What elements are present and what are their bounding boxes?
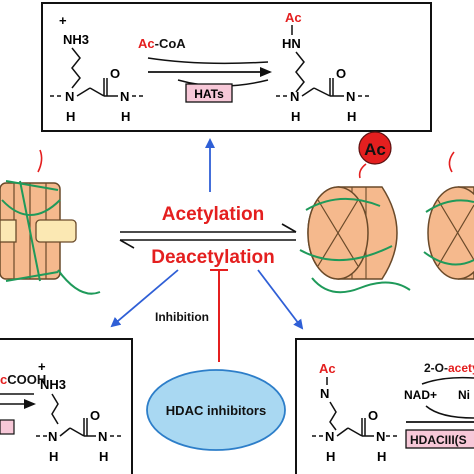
h-atom: H <box>377 449 386 464</box>
bottom-right-panel: Ac N N H O N H 2-O-acety NAD+ Ni HDACIII… <box>295 338 474 474</box>
h-atom: H <box>99 449 108 464</box>
h-atom: H <box>347 109 356 124</box>
inhibition-label: Inhibition <box>155 310 209 324</box>
hats-enzyme-box <box>185 83 233 103</box>
n-atom: N <box>346 89 355 104</box>
h-atom: H <box>291 109 300 124</box>
product-label: 2-O-acety <box>424 361 474 375</box>
o-atom: O <box>336 66 346 81</box>
side-chain <box>295 51 305 93</box>
ni-label: Ni <box>458 388 470 402</box>
n-atom: N <box>65 89 74 104</box>
h-atom: H <box>326 449 335 464</box>
hats-label: HATs <box>194 87 224 101</box>
nh3-label: NH3 <box>63 32 89 47</box>
bottom-left-panel: cCOOH + NH3 N H O N H <box>0 338 133 474</box>
o-atom: O <box>368 408 378 423</box>
acetylation-label: Acetylation <box>162 204 264 225</box>
arrow-to-hdac-zinc-panel <box>110 269 179 328</box>
acetyl-badge <box>358 131 392 165</box>
acetyl-badge-label: Ac <box>364 140 386 159</box>
arrow-to-sirtuin-panel <box>257 269 304 330</box>
top-reaction-panel: + NH3 N H O N H Ac-CoA HATs Ac HN N <box>41 2 432 132</box>
n-atom: N <box>325 429 334 444</box>
n-atom: N <box>320 386 329 401</box>
n-atom: N <box>98 429 107 444</box>
histone-tail <box>448 151 455 173</box>
nucleosome-left <box>0 149 101 295</box>
o-atom: O <box>90 408 100 423</box>
n-atom: N <box>376 429 385 444</box>
nh3-label: NH3 <box>40 377 66 392</box>
sirtuin-enzyme-box <box>405 429 474 449</box>
n-atom: N <box>290 89 299 104</box>
nad-label: NAD+ <box>404 388 437 402</box>
n-atom: N <box>48 429 57 444</box>
histone-tail <box>37 149 43 173</box>
histone-tail <box>358 163 367 179</box>
hdac-inhibitors-label: HDAC inhibitors <box>166 403 266 418</box>
acetyl-label: Ac <box>285 10 302 25</box>
hdac-class-iii-label: HDACIII(S <box>410 433 467 447</box>
acetyl-label: Ac <box>319 361 336 376</box>
nucleosome-far-right <box>423 151 474 280</box>
hdac-inhibitors-bubble <box>146 369 286 451</box>
reagent-label: cCOOH <box>0 372 46 387</box>
acetyl-coa-label: Ac-CoA <box>138 36 186 51</box>
o-atom: O <box>110 66 120 81</box>
plus-charge: + <box>59 13 67 28</box>
enzyme-box <box>0 419 15 435</box>
coa-curve <box>147 57 269 65</box>
n-atom: N <box>120 89 129 104</box>
h-atom: H <box>121 109 130 124</box>
h-atom: H <box>49 449 58 464</box>
hn-label: HN <box>282 36 301 51</box>
nucleosome-right: Ac <box>299 131 411 294</box>
side-chain <box>71 47 81 89</box>
plus-charge: + <box>38 359 46 374</box>
h-atom: H <box>66 109 75 124</box>
deacetylation-label: Deacetylation <box>151 247 275 268</box>
